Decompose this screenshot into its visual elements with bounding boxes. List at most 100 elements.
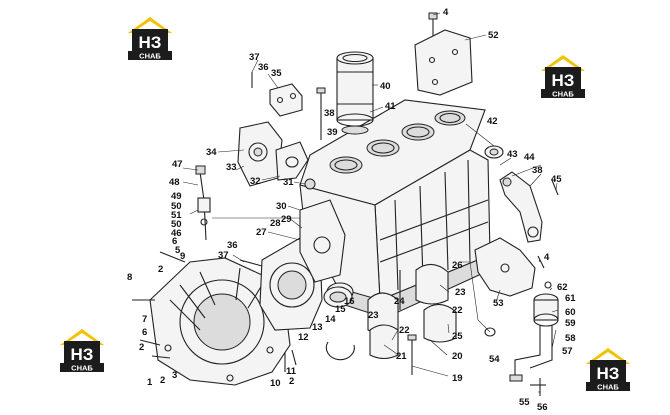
callout-41: 41	[385, 101, 396, 112]
callout-22b: 22	[452, 305, 463, 316]
callout-2c: 2	[160, 375, 165, 386]
callout-1: 1	[147, 377, 153, 388]
callout-labels: 4 52 37 36 35 40 41 38 39 34 33 32 31 47…	[127, 7, 576, 413]
oil-filter-assembly	[484, 281, 559, 382]
callout-5: 5	[175, 245, 181, 256]
callout-4: 4	[443, 7, 449, 18]
rear-oil-seal	[323, 286, 353, 308]
callout-12: 12	[298, 332, 309, 343]
callout-8: 8	[127, 272, 132, 283]
callout-53: 53	[493, 298, 504, 309]
callout-2d: 2	[289, 376, 294, 387]
callout-23: 23	[368, 310, 379, 321]
callout-55: 55	[519, 397, 530, 408]
callout-52: 52	[488, 30, 499, 41]
logo-mark: НЗ	[139, 33, 162, 52]
callout-7: 7	[142, 314, 147, 325]
oil-pipe	[499, 171, 543, 243]
logo-mark: НЗ	[597, 364, 620, 383]
callout-46: 46	[171, 228, 182, 239]
callout-24: 24	[394, 296, 405, 307]
brand-logo-bottom-right: НЗ СНАБ	[586, 348, 630, 392]
callout-61: 61	[565, 293, 576, 304]
callout-43: 43	[507, 149, 518, 160]
flywheel-housing	[149, 257, 291, 386]
callout-10: 10	[270, 378, 281, 389]
water-fitting	[484, 145, 504, 159]
callout-59: 59	[565, 318, 576, 329]
callout-26: 26	[452, 260, 463, 271]
logo-subtitle: СНАБ	[139, 52, 161, 61]
cylinder-liner	[336, 51, 374, 135]
brand-logo-bottom-left: НЗ СНАБ	[60, 329, 104, 373]
callout-37b: 37	[218, 250, 229, 261]
adapter-plate	[299, 199, 346, 283]
callout-51: 51	[171, 210, 182, 221]
callout-49: 49	[171, 191, 182, 202]
bracket	[251, 72, 303, 117]
callout-15: 15	[335, 304, 346, 315]
callout-31: 31	[283, 177, 294, 188]
callout-62: 62	[557, 282, 568, 293]
logo-mark: НЗ	[71, 345, 94, 364]
callout-29: 29	[281, 214, 292, 225]
callout-45: 45	[551, 174, 562, 185]
logo-subtitle: СНАБ	[552, 90, 574, 99]
callout-22: 22	[399, 325, 410, 336]
callout-13: 13	[312, 322, 323, 333]
callout-42: 42	[487, 116, 498, 127]
callout-38: 38	[324, 108, 335, 119]
callout-19: 19	[452, 373, 463, 384]
breather-tube	[195, 165, 211, 241]
callout-3: 3	[172, 370, 177, 381]
callout-44: 44	[524, 152, 535, 163]
callout-57: 57	[562, 346, 573, 357]
callout-27: 27	[256, 227, 267, 238]
callout-35: 35	[271, 68, 282, 79]
callout-9: 9	[180, 251, 185, 262]
callout-11: 11	[286, 366, 297, 377]
callout-14: 14	[325, 314, 336, 325]
loose-bolts	[132, 179, 559, 396]
callout-30: 30	[276, 201, 287, 212]
callout-47: 47	[172, 159, 183, 170]
callout-32: 32	[250, 176, 261, 187]
plug	[304, 178, 316, 190]
mounting-bracket	[474, 237, 536, 297]
callout-4b: 4	[544, 252, 550, 263]
callout-16: 16	[344, 296, 355, 307]
callout-48: 48	[169, 177, 180, 188]
callout-58: 58	[565, 333, 576, 344]
callout-37: 37	[249, 52, 260, 63]
brand-logo-top-left: НЗ СНАБ	[128, 17, 172, 61]
callout-6b: 6	[142, 327, 147, 338]
callout-20: 20	[452, 351, 463, 362]
stud-bolt	[316, 87, 326, 140]
leader-lines	[182, 12, 559, 393]
callout-6: 6	[172, 236, 177, 247]
side-cover	[275, 141, 309, 181]
callout-25: 25	[452, 331, 463, 342]
callout-40: 40	[380, 81, 391, 92]
logo-subtitle: СНАБ	[597, 383, 619, 392]
callout-28: 28	[270, 218, 281, 229]
callout-50: 50	[171, 201, 182, 212]
callout-38b: 38	[532, 165, 543, 176]
callout-36b: 36	[227, 240, 238, 251]
logo-subtitle: СНАБ	[71, 364, 93, 373]
logo-mark: НЗ	[552, 71, 575, 90]
pump-housing	[237, 121, 283, 187]
callout-50b: 50	[171, 219, 182, 230]
callout-36: 36	[258, 62, 269, 73]
callout-34: 34	[206, 147, 217, 158]
callout-21: 21	[396, 351, 407, 362]
callout-23b: 23	[455, 287, 466, 298]
callout-54: 54	[489, 354, 500, 365]
brand-logo-top-right: НЗ СНАБ	[541, 55, 585, 99]
seal-ring	[325, 341, 355, 361]
top-cover-plate	[414, 12, 473, 96]
callout-2b: 2	[139, 342, 144, 353]
callout-2: 2	[158, 264, 163, 275]
callout-39: 39	[327, 127, 338, 138]
